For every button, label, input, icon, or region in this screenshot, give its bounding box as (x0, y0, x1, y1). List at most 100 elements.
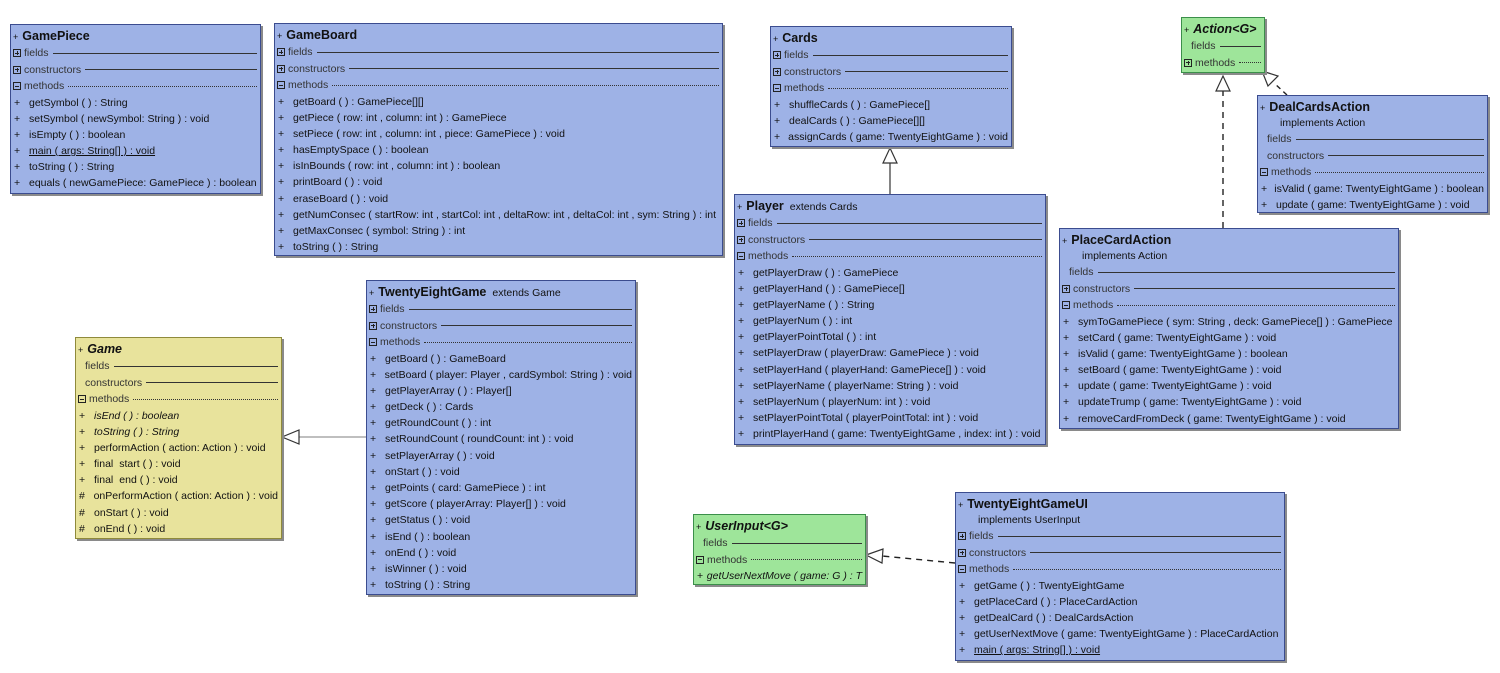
method-row[interactable]: +getBoard ( ) : GamePiece[][] (277, 94, 719, 110)
expand-icon[interactable] (13, 49, 21, 58)
expand-icon[interactable] (13, 65, 21, 74)
method-row[interactable]: #onPerformAction ( action: Action ) : vo… (78, 488, 278, 504)
section-constructors[interactable]: constructors (773, 64, 1008, 81)
method-row[interactable]: +main ( args: String[] ) : void (13, 143, 257, 159)
section-fields[interactable]: fields (1062, 264, 1395, 281)
method-row[interactable]: +getNumConsec ( startRow: int , startCol… (277, 207, 719, 223)
method-row[interactable]: +toString ( ) : String (13, 159, 257, 175)
expand-icon[interactable] (1062, 284, 1070, 293)
method-row[interactable]: +setPlayerName ( playerName: String ) : … (737, 378, 1042, 394)
section-methods[interactable]: methods (773, 80, 1008, 97)
method-row[interactable]: +isInBounds ( row: int , column: int ) :… (277, 158, 719, 174)
method-row[interactable]: +setPiece ( row: int , column: int , pie… (277, 126, 719, 142)
section-constructors[interactable]: constructors (1260, 148, 1484, 165)
section-constructors[interactable]: constructors (369, 318, 632, 335)
method-row[interactable]: +getSymbol ( ) : String (13, 95, 257, 111)
method-row[interactable]: +setPlayerDraw ( playerDraw: GamePiece )… (737, 345, 1042, 361)
method-row[interactable]: +getPoints ( card: GamePiece ) : int (369, 480, 632, 496)
section-fields[interactable]: fields (369, 301, 632, 318)
method-row[interactable]: +isValid ( game: TwentyEightGame ) : boo… (1260, 181, 1484, 197)
expand-icon[interactable] (773, 67, 781, 76)
method-row[interactable]: +equals ( newGamePiece: GamePiece ) : bo… (13, 175, 257, 191)
section-fields[interactable]: fields (1260, 131, 1484, 148)
method-row[interactable]: +update ( game: TwentyEightGame ) : void (1260, 197, 1484, 213)
expand-icon[interactable] (277, 64, 285, 73)
expand-icon[interactable] (277, 48, 285, 57)
method-row[interactable]: #onEnd ( ) : void (78, 521, 278, 537)
section-constructors[interactable]: constructors (958, 545, 1281, 562)
method-row[interactable]: +getUserNextMove ( game: TwentyEightGame… (958, 626, 1281, 642)
method-row[interactable]: +setBoard ( player: Player , cardSymbol:… (369, 367, 632, 383)
class-name[interactable]: GameBoard (286, 28, 358, 42)
class-name[interactable]: GamePiece (22, 29, 90, 43)
section-methods[interactable]: methods (277, 77, 719, 94)
section-constructors[interactable]: constructors (277, 61, 719, 78)
section-methods[interactable]: methods (1184, 55, 1261, 72)
section-constructors[interactable]: constructors (78, 375, 278, 392)
expand-icon[interactable] (369, 305, 377, 314)
section-methods[interactable]: methods (696, 552, 862, 569)
expand-icon[interactable] (369, 321, 377, 330)
method-row[interactable]: +performAction ( action: Action ) : void (78, 440, 278, 456)
method-row[interactable]: +getScore ( playerArray: Player[] ) : vo… (369, 496, 632, 512)
expand-icon[interactable] (773, 51, 781, 60)
expand-icon[interactable] (1184, 58, 1192, 67)
method-row[interactable]: +getBoard ( ) : GameBoard (369, 351, 632, 367)
method-row[interactable]: +getRoundCount ( ) : int (369, 415, 632, 431)
method-row[interactable]: +getUserNextMove ( game: G ) : T (696, 568, 862, 584)
method-row[interactable]: +getPlayerNum ( ) : int (737, 313, 1042, 329)
method-row[interactable]: +toString ( ) : String (369, 577, 632, 593)
method-row[interactable]: +isEnd ( ) : boolean (78, 408, 278, 424)
method-row[interactable]: +getPlayerDraw ( ) : GamePiece (737, 265, 1042, 281)
section-constructors[interactable]: constructors (737, 232, 1042, 249)
method-row[interactable]: +dealCards ( ) : GamePiece[][] (773, 113, 1008, 129)
method-row[interactable]: +getDealCard ( ) : DealCardsAction (958, 610, 1281, 626)
method-row[interactable]: +onStart ( ) : void (369, 464, 632, 480)
expand-icon[interactable] (737, 235, 745, 244)
method-row[interactable]: +updateTrump ( game: TwentyEightGame ) :… (1062, 394, 1395, 410)
method-row[interactable]: +getMaxConsec ( symbol: String ) : int (277, 223, 719, 239)
section-fields[interactable]: fields (78, 358, 278, 375)
method-row[interactable]: +assignCards ( game: TwentyEightGame ) :… (773, 129, 1008, 145)
collapse-icon[interactable] (737, 252, 745, 261)
method-row[interactable]: +setSymbol ( newSymbol: String ) : void (13, 111, 257, 127)
section-constructors[interactable]: constructors (1062, 281, 1395, 298)
class-name[interactable]: Player (746, 199, 784, 213)
collapse-icon[interactable] (1260, 168, 1268, 177)
section-fields[interactable]: fields (958, 528, 1281, 545)
method-row[interactable]: +setCard ( game: TwentyEightGame ) : voi… (1062, 330, 1395, 346)
method-row[interactable]: +getPlayerPointTotal ( ) : int (737, 329, 1042, 345)
class-name[interactable]: PlaceCardAction (1071, 233, 1172, 247)
method-row[interactable]: +getPlayerArray ( ) : Player[] (369, 383, 632, 399)
method-row[interactable]: +getPlayerName ( ) : String (737, 297, 1042, 313)
method-row[interactable]: +setPlayerArray ( ) : void (369, 448, 632, 464)
method-row[interactable]: +getDeck ( ) : Cards (369, 399, 632, 415)
collapse-icon[interactable] (277, 81, 285, 90)
method-row[interactable]: +isWinner ( ) : void (369, 561, 632, 577)
method-row[interactable]: +symToGamePiece ( sym: String , deck: Ga… (1062, 314, 1395, 330)
section-fields[interactable]: fields (1184, 38, 1261, 55)
section-methods[interactable]: methods (1260, 164, 1484, 181)
collapse-icon[interactable] (696, 555, 704, 564)
method-row[interactable]: +setBoard ( game: TwentyEightGame ) : vo… (1062, 362, 1395, 378)
method-row[interactable]: +main ( args: String[] ) : void (958, 642, 1281, 658)
collapse-icon[interactable] (773, 84, 781, 93)
class-name[interactable]: TwentyEightGame (378, 285, 487, 299)
section-methods[interactable]: methods (78, 391, 278, 408)
class-name[interactable]: Cards (782, 31, 818, 45)
method-row[interactable]: +shuffleCards ( ) : GamePiece[] (773, 97, 1008, 113)
section-fields[interactable]: fields (773, 47, 1008, 64)
method-row[interactable]: +hasEmptySpace ( ) : boolean (277, 142, 719, 158)
section-methods[interactable]: methods (1062, 297, 1395, 314)
method-row[interactable]: +getPiece ( row: int , column: int ) : G… (277, 110, 719, 126)
method-row[interactable]: +getPlaceCard ( ) : PlaceCardAction (958, 594, 1281, 610)
